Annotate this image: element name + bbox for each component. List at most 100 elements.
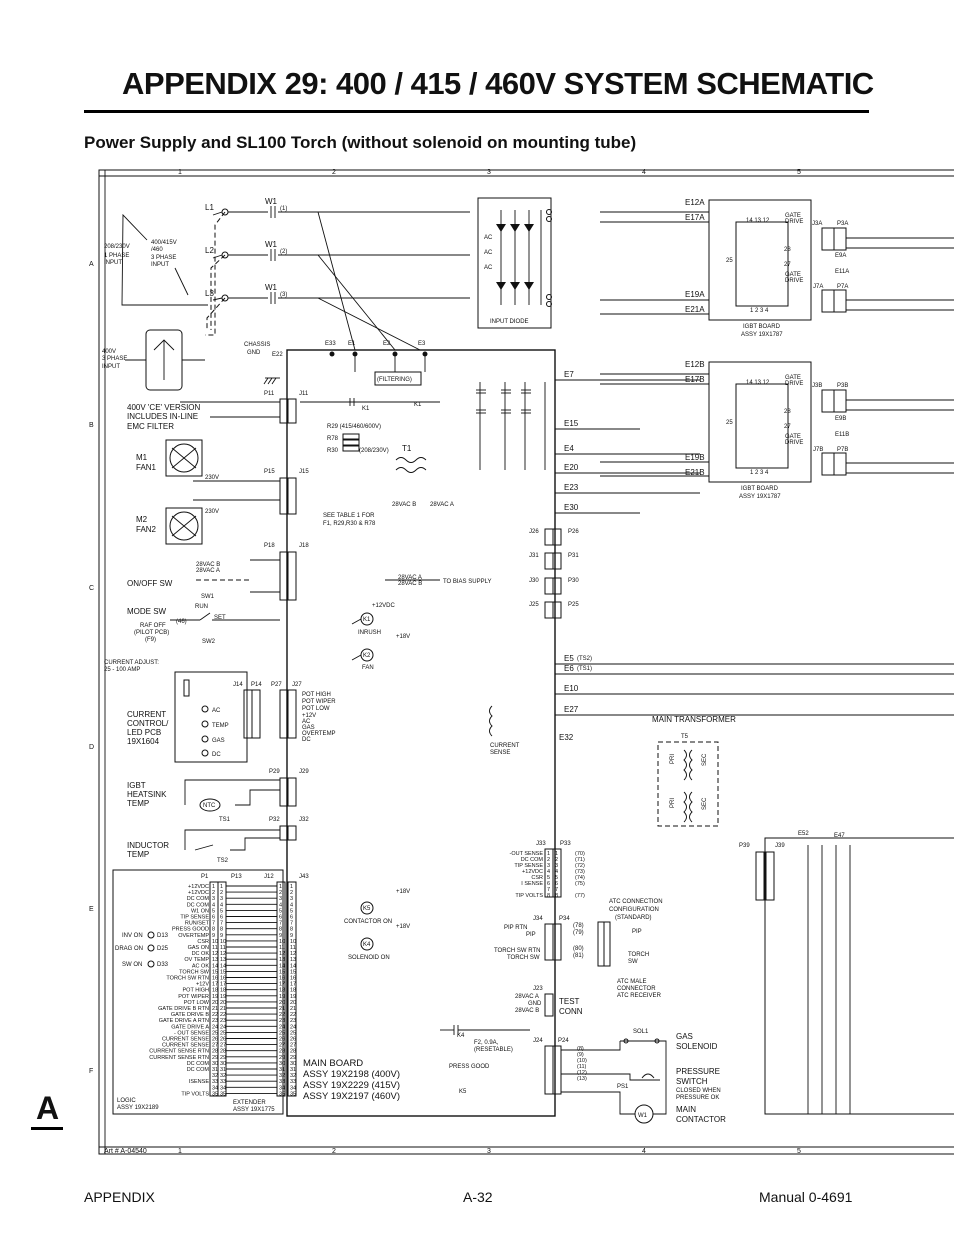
logic-pin-number: 35 — [220, 1091, 226, 1097]
transformer-sec-1: SEC — [702, 753, 708, 766]
test-connector: J23 28VAC A GND 28VAC B TEST CONN — [515, 986, 583, 1017]
logic-pin-number: 8 — [220, 927, 223, 933]
j33-pin-number: 5 — [547, 875, 550, 881]
torch-sw-pin-label: TORCH SW — [507, 955, 540, 961]
press-good-label: PRESS GOOD — [449, 1064, 490, 1070]
j33-pin-number: 1 — [547, 851, 550, 857]
wire-1: (1) — [280, 206, 287, 212]
logic-pin-number: 29 — [212, 1055, 218, 1061]
footer-manual-number: Manual 0-4691 — [759, 1189, 853, 1205]
p27-label: P27 — [271, 682, 282, 688]
j33-wire-number: (77) — [575, 893, 585, 899]
k5-coil: K5 — [363, 906, 371, 912]
j43-pin-number: 22 — [290, 1012, 296, 1018]
w1-label-3: W1 — [265, 283, 278, 292]
p29-label: P29 — [269, 769, 280, 775]
pot-low: POT LOW — [302, 706, 330, 712]
atc-connector: CONNECTOR — [617, 986, 656, 992]
column-1: 1 — [178, 169, 182, 176]
j33-pin-number: 4 — [547, 869, 550, 875]
column-5: 5 — [797, 169, 801, 176]
footer-section: APPENDIX — [84, 1189, 155, 1205]
e6-ts1: (TS1) — [577, 666, 592, 672]
k5-contact: K5 — [459, 1089, 467, 1095]
gas-label: GAS — [676, 1032, 693, 1041]
label-400v-input-2: INPUT — [102, 364, 120, 370]
schematic-frame — [98, 169, 954, 1155]
logic-pin-number: 28 — [220, 1049, 226, 1055]
label-400v-input: 400V — [102, 349, 116, 355]
p7b-label: P7B — [837, 447, 848, 453]
logic-pin-label: POT WIPER — [178, 994, 209, 1000]
logic-pin-number: 32 — [212, 1073, 218, 1079]
j12-pin-number: 17 — [279, 982, 285, 988]
j33-label: J33 — [536, 841, 546, 847]
j12-pin-number: 21 — [279, 1006, 285, 1012]
switch-sw2: MODE SW RUN SET (46) RAF OFF (PILOT PCB)… — [127, 604, 280, 645]
label-1-phase-input: INPUT — [104, 260, 122, 266]
logic-pin-number: 12 — [220, 951, 226, 957]
r78-label: R78 — [327, 436, 339, 442]
connector-j11: P11 J11 — [180, 391, 309, 424]
logic-pin-number: 2 — [212, 890, 215, 896]
j12-pin-number: 8 — [279, 927, 282, 933]
title-rule — [84, 110, 869, 113]
logic-pin-number: 18 — [212, 988, 218, 994]
row-markers: A B C D E F — [89, 261, 94, 1075]
r30-label: R30 — [327, 448, 339, 454]
logic-pin-number: 6 — [220, 915, 223, 921]
j43-pin-number: 6 — [290, 915, 293, 921]
logic-pin-label: OV TEMP — [184, 957, 209, 963]
logic-pin-label: AC OK — [192, 963, 209, 969]
e11b-label: E11B — [835, 432, 849, 438]
current-control-pcb: CURRENT ADJUST: 25 - 100 AMP CURRENT CON… — [104, 660, 336, 763]
j43-pin-number: 8 — [290, 927, 293, 933]
igbt-b-pin-28: 28 — [784, 409, 791, 415]
logic-pin-number: 9 — [220, 933, 223, 939]
j12-label: J12 — [264, 874, 274, 880]
j7b-label: J7B — [813, 447, 823, 453]
inductor-temp-sensor: INDUCTOR TEMP TS2 — [127, 829, 280, 864]
led-d13: INV ON D13 — [122, 931, 169, 939]
j11-label: J11 — [299, 391, 309, 397]
logic-pin-number: 1 — [212, 884, 215, 890]
j3a-label: J3A — [812, 221, 822, 227]
main-board-name: MAIN BOARD — [303, 1058, 363, 1069]
input-diode-label: INPUT DIODE — [490, 319, 529, 325]
row-a: A — [89, 261, 94, 268]
j14-label: J14 — [233, 682, 243, 688]
control-name-3: LED PCB — [127, 728, 161, 737]
terminal-e7: E7 — [564, 370, 574, 379]
igbt-temp-3: TEMP — [127, 799, 149, 808]
j43-pin-number: 26 — [290, 1037, 296, 1043]
filtering-label: (FILTERING) — [377, 377, 412, 383]
t1-28vac-b: 28VAC B — [392, 502, 416, 508]
j15-label: J15 — [299, 469, 309, 475]
logic-pin-number: 14 — [212, 963, 218, 969]
j43-pin-number: 4 — [290, 902, 293, 908]
logic-pin-number: 6 — [212, 915, 215, 921]
p32-label: P32 — [269, 817, 280, 823]
j12-pin-number: 14 — [279, 963, 285, 969]
gas-solenoid-circuit: K4 J24 P24 F2, 0.9A, (RESETABLE) PRESS G… — [440, 1025, 726, 1124]
d33-label: D33 — [157, 962, 169, 968]
pressure-label: PRESSURE — [676, 1067, 720, 1076]
column-2: 2 — [332, 169, 336, 176]
j43-pin-number: 12 — [290, 951, 296, 957]
extender-assy: ASSY 19X1775 — [233, 1107, 275, 1113]
igbt-b-drive-2: DRIVE — [785, 440, 803, 446]
logic-label: LOGIC — [117, 1098, 136, 1104]
logic-pin-label: +12VDC — [188, 890, 209, 896]
j43-pin-number: 17 — [290, 982, 296, 988]
label-3-phase: 3 PHASE — [151, 255, 176, 261]
j12-pin-number: 2 — [279, 890, 282, 896]
j12-pin-number: 3 — [279, 896, 282, 902]
f2-label: F2, 0.9A, — [474, 1040, 499, 1046]
logic-pin-label: GATE DRIVE A — [171, 1024, 209, 1030]
logic-pin-label: DC COM — [187, 896, 210, 902]
igbt-b-board: IGBT BOARD — [741, 486, 779, 492]
pressure-ok-label: PRESSURE OK — [676, 1095, 719, 1101]
input-diode: AC AC AC INPUT DIODE — [477, 197, 552, 329]
logic-pin-number: 16 — [220, 976, 226, 982]
logic-pin-number: 27 — [212, 1043, 218, 1049]
